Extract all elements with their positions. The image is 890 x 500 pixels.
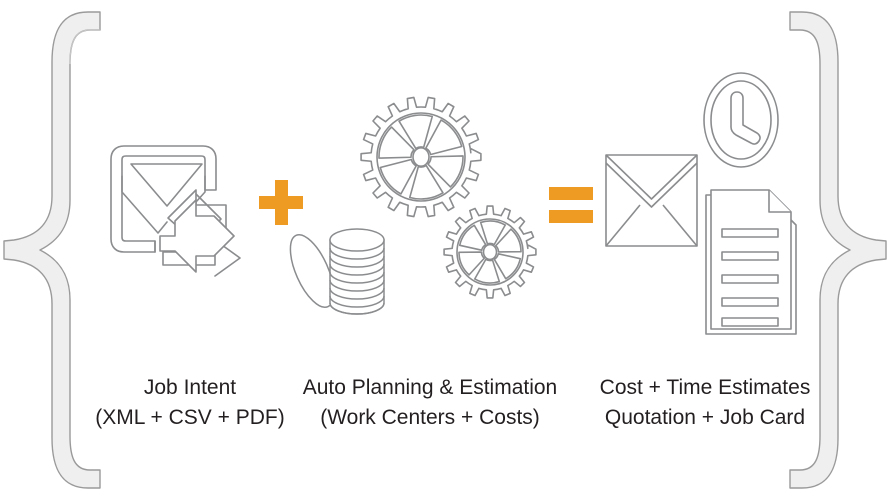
left-brace-icon <box>3 11 101 489</box>
label-output-line2: Quotation + Job Card <box>604 406 806 429</box>
label-input-line2: (XML + CSV + PDF) <box>95 406 285 429</box>
document-icon <box>705 189 797 335</box>
right-brace-icon <box>789 11 887 489</box>
gear-large-icon <box>360 96 482 218</box>
label-process-group: Auto Planning & Estimation (Work Centers… <box>290 373 570 433</box>
clock-icon <box>703 72 779 168</box>
gear-small-icon <box>443 205 537 299</box>
label-output-line1: Cost + Time Estimates <box>599 376 811 399</box>
document-text-lines <box>721 228 779 327</box>
coin-stack-icon <box>289 228 385 315</box>
label-process-line1: Auto Planning & Estimation <box>302 376 558 399</box>
equals-operator-icon <box>549 187 593 223</box>
label-input-line1: Job Intent <box>143 376 237 399</box>
label-process-line2: (Work Centers + Costs) <box>320 406 540 429</box>
envelope-icon <box>605 154 698 247</box>
label-output-group: Cost + Time Estimates Quotation + Job Ca… <box>580 373 830 433</box>
label-input-group: Job Intent (XML + CSV + PDF) <box>40 373 340 433</box>
plus-operator-icon <box>259 180 303 225</box>
forward-arrow-icon <box>159 199 235 273</box>
